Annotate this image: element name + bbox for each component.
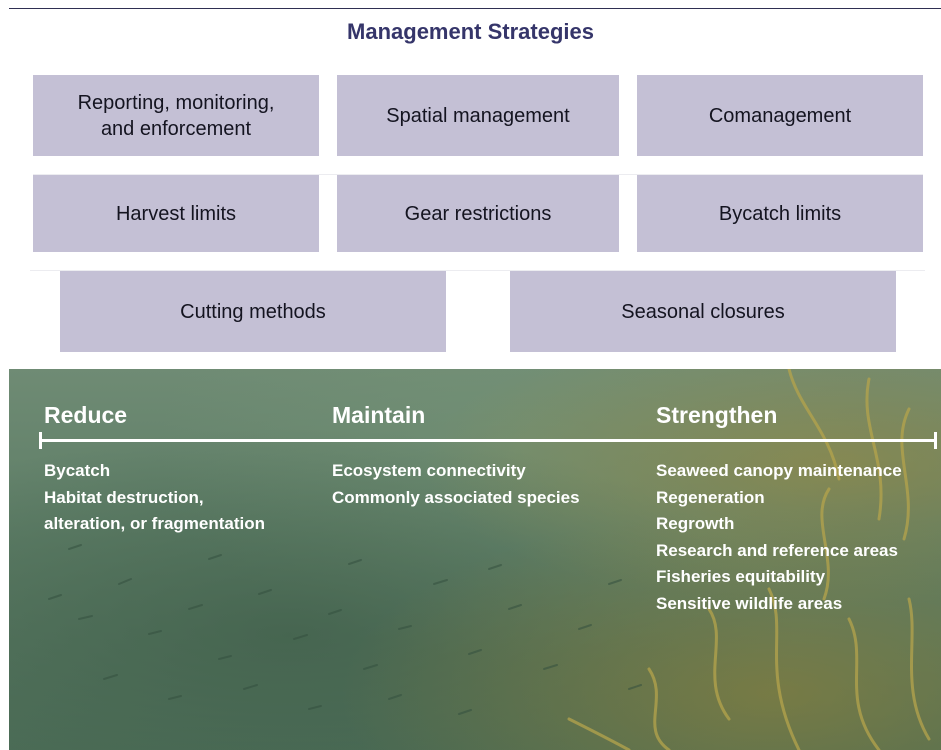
list-item: Bycatch	[44, 461, 111, 480]
axis-start-tick	[39, 432, 42, 449]
strategy-label: Cutting methods	[180, 300, 326, 323]
list-item: Sensitive wildlife areas	[656, 593, 843, 613]
strategy-card-spatial: Spatial management	[337, 75, 619, 156]
strengthen-heading: Strengthen	[656, 402, 778, 428]
strategy-label: Harvest limits	[115, 202, 236, 225]
maintain-list: Ecosystem connectivity Commonly associat…	[332, 458, 580, 511]
list-item: Habitat destruction,	[44, 487, 204, 507]
list-item: Commonly associated species	[332, 487, 580, 507]
strategy-card-gear: Gear restrictions	[337, 175, 619, 252]
list-item: Ecosystem connectivity	[332, 461, 526, 480]
list-item: Fisheries equitability	[656, 567, 826, 586]
list-item: Regeneration	[656, 487, 765, 507]
underwater-photo-panel: Reduce Maintain Strengthen Bycatch Habit…	[9, 369, 941, 750]
list-item: Seaweed canopy maintenance	[656, 461, 902, 480]
strategy-label: Gear restrictions	[404, 202, 552, 225]
top-rule	[9, 8, 941, 9]
row-divider	[33, 174, 923, 175]
outcome-axis-line	[40, 439, 936, 442]
strategy-label: Seasonal closures	[621, 300, 785, 323]
list-item: Research and reference areas	[656, 540, 898, 560]
strategy-card-bycatch: Bycatch limits	[637, 175, 923, 252]
strategy-card-seasonal: Seasonal closures	[510, 271, 896, 352]
list-item: Regrowth	[656, 514, 735, 533]
list-item: alteration, or fragmentation	[44, 514, 266, 533]
strategy-label: Reporting, monitoring, and enforcement	[77, 91, 275, 140]
fish-school-seaweed-image	[48, 369, 931, 750]
reduce-heading: Reduce	[44, 402, 128, 428]
row-divider	[30, 270, 925, 271]
strengthen-list: Seaweed canopy maintenance Regeneration …	[656, 458, 902, 617]
strategy-card-comanagement: Comanagement	[637, 75, 923, 156]
axis-end-tick	[934, 432, 937, 449]
strategy-card-harvest: Harvest limits	[33, 175, 319, 252]
strategy-label: Comanagement	[708, 104, 852, 127]
strategy-label: Spatial management	[386, 104, 570, 127]
page-title: Management Strategies	[347, 19, 594, 44]
strategy-card-cutting: Cutting methods	[60, 271, 446, 352]
maintain-heading: Maintain	[332, 402, 426, 428]
strategy-label: Bycatch limits	[718, 202, 842, 225]
reduce-list: Bycatch Habitat destruction, alteration,…	[44, 458, 265, 538]
strategy-card-reporting: Reporting, monitoring, and enforcement	[33, 75, 319, 156]
